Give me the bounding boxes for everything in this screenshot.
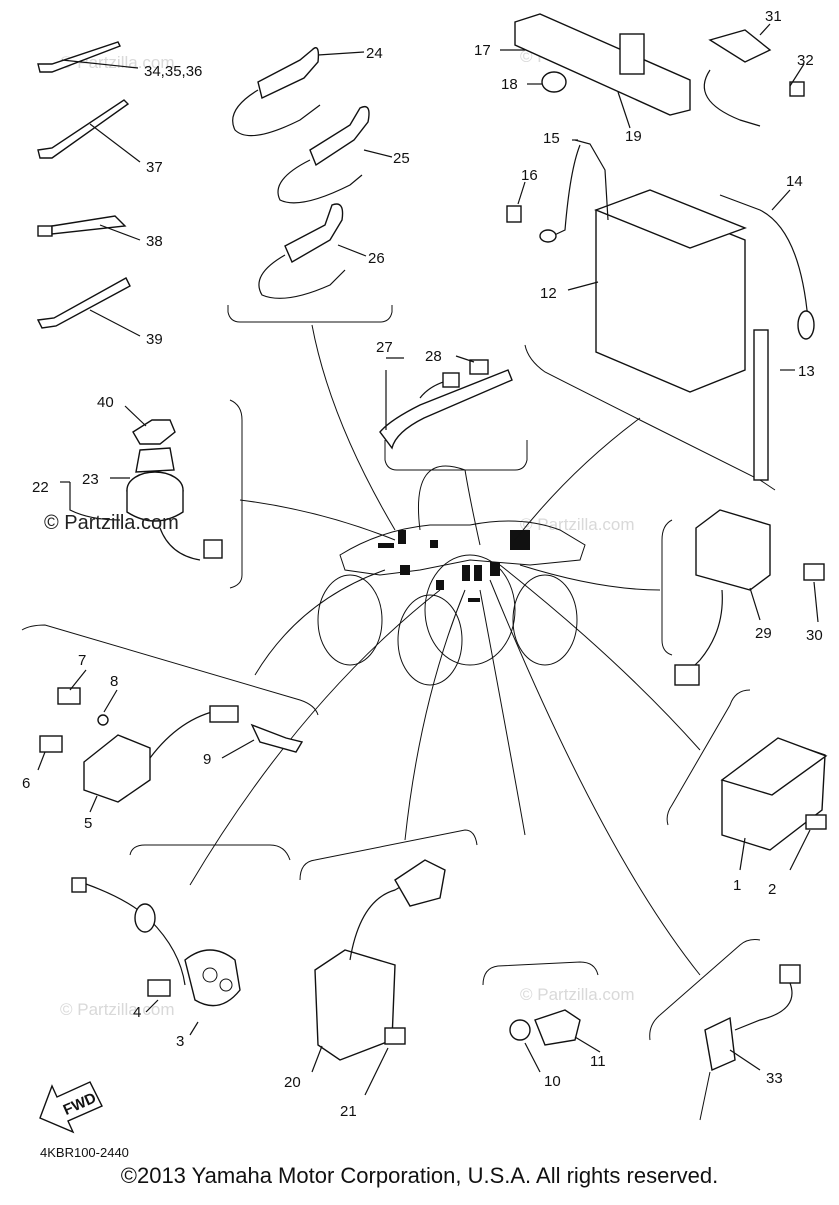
callout-8: 8 — [110, 673, 118, 690]
pickup-coil-parts — [71, 877, 241, 1036]
sub-harness-parts — [379, 355, 513, 450]
leader-curves — [189, 324, 701, 976]
callout-26: 26 — [368, 250, 385, 267]
callout-22: 22 — [32, 479, 49, 496]
callout-9: 9 — [203, 751, 211, 768]
callout-24: 24 — [366, 45, 383, 62]
callout-7: 7 — [78, 652, 86, 669]
callout-40: 40 — [97, 394, 114, 411]
callout-20: 20 — [284, 1074, 301, 1091]
callout-17: 17 — [474, 42, 491, 59]
callout-11: 11 — [590, 1053, 606, 1070]
diagram-code: 4KBR100-2440 — [40, 1145, 129, 1160]
fwd-arrow: FWD — [39, 1081, 103, 1134]
plug-cap-parts — [232, 47, 393, 299]
callout-18: 18 — [501, 76, 518, 93]
regulator-parts — [311, 859, 446, 1096]
neutral-switch-parts — [699, 964, 801, 1121]
callout-4: 4 — [133, 1004, 141, 1021]
callout-15: 15 — [543, 130, 560, 147]
callout-28: 28 — [425, 348, 442, 365]
callout-19: 19 — [625, 128, 642, 145]
callout-12: 12 — [540, 285, 557, 302]
thermo-switch-parts — [509, 1009, 601, 1073]
callout-labels: 1 2 3 4 5 6 7 8 9 10 11 12 13 14 15 16 1… — [22, 8, 823, 1120]
atv-frame-outline — [317, 520, 586, 686]
watermark-text: © Partzilla.com — [520, 515, 635, 534]
partzilla-watermark: © Partzilla.com — [44, 512, 179, 534]
callout-23: 23 — [82, 471, 99, 488]
callout-5: 5 — [84, 815, 92, 832]
callout-2: 2 — [768, 881, 776, 898]
cable-tie-parts — [36, 41, 141, 337]
callout-13: 13 — [798, 363, 815, 380]
callout-38: 38 — [146, 233, 163, 250]
callout-29: 29 — [755, 625, 772, 642]
callout-14: 14 — [786, 173, 803, 190]
ignition-coil-parts — [37, 669, 304, 813]
callout-25: 25 — [393, 150, 410, 167]
callout-34-35-36: 34,35,36 — [144, 63, 202, 80]
watermark-text: © Partzilla.com — [520, 985, 635, 1004]
callout-27: 27 — [376, 339, 393, 356]
copyright-notice: ©2013 Yamaha Motor Corporation, U.S.A. A… — [120, 1163, 719, 1188]
callout-21: 21 — [340, 1103, 357, 1120]
watermark-text: © Partzilla.com — [60, 1000, 175, 1019]
callout-32: 32 — [797, 52, 814, 69]
callout-3: 3 — [176, 1033, 184, 1050]
relay-parts — [674, 509, 825, 686]
callout-31: 31 — [765, 8, 782, 25]
battery-parts — [500, 13, 815, 481]
callout-6: 6 — [22, 775, 30, 792]
callout-16: 16 — [521, 167, 538, 184]
group-brackets — [21, 305, 776, 1041]
callout-37: 37 — [146, 159, 163, 176]
callout-1: 1 — [733, 877, 741, 894]
callout-33: 33 — [766, 1070, 783, 1087]
cdi-unit-parts — [720, 737, 828, 871]
callout-10: 10 — [544, 1073, 561, 1090]
callout-30: 30 — [806, 627, 823, 644]
main-switch-parts — [60, 405, 223, 561]
callout-39: 39 — [146, 331, 163, 348]
